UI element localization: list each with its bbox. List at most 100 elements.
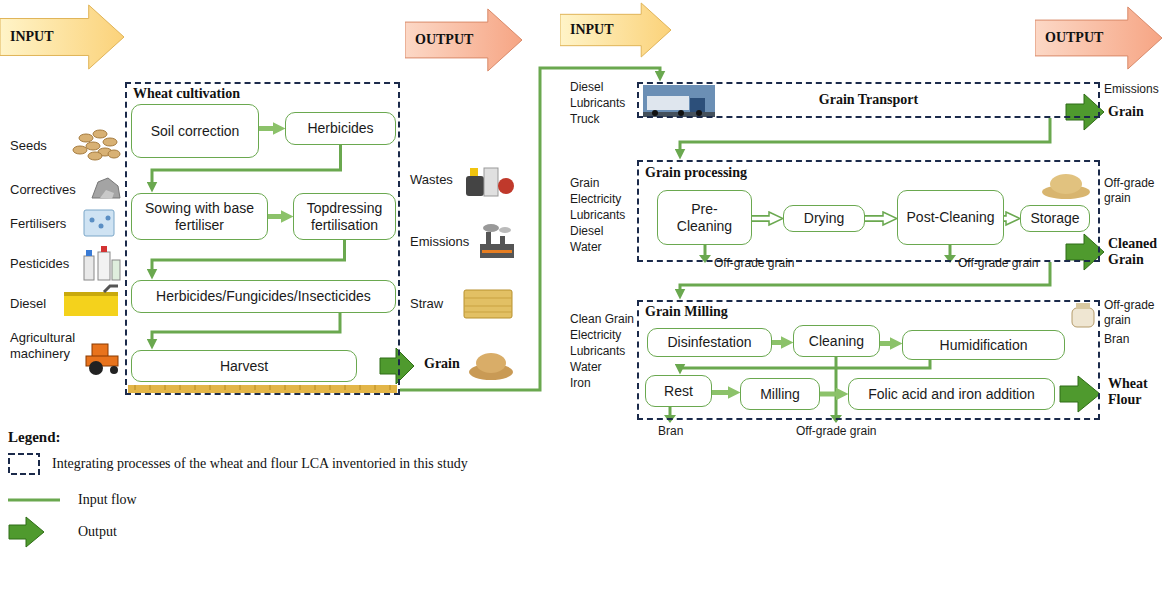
output-label: Emissions [1104,82,1159,97]
fertiliser-bag [84,210,114,236]
byproduct-label: Off-grade grain [796,424,877,439]
flow-connector [680,360,930,369]
process-stage: Grain processingPre-CleaningDryingPost-C… [637,160,1100,262]
connector-line [865,215,889,222]
process-text: Herbicides/Fungicides/Insecticides [156,288,371,305]
tractor-wheel [110,366,118,374]
waste-item [470,168,478,176]
process-box: Humidification [902,330,1065,360]
wheat-field [128,385,397,393]
process-text: Sowing with base fertiliser [140,200,259,234]
flow-connector [820,394,842,395]
connector-line [680,360,930,369]
connector-line [752,215,775,222]
legend-item: Output [8,516,117,548]
seed [73,146,87,154]
straw-icon [464,290,512,318]
legend-item: Integrating processes of the wheat and f… [8,452,468,476]
chimney [486,232,491,244]
input-label: Electricity [570,192,621,207]
process-box: Milling [740,378,820,410]
byproduct-label: Off-grade grain [714,256,795,271]
input-label: Water [570,360,602,375]
grain-pile [476,353,506,373]
bran-arrow [664,407,676,423]
bottle [98,252,110,280]
arrow-shaft [835,357,838,416]
emissions-icon [480,224,514,258]
banner-text: INPUT [10,29,54,45]
input-label: Lubricants [570,208,625,223]
correctives-icon [92,178,120,199]
straw-lines [464,298,512,312]
flow-banner: OUTPUT [405,8,523,72]
process-box: Topdressing fertilisation [293,193,396,240]
dashed-box-sample [9,454,39,474]
factory [480,244,514,258]
legend-sample [8,452,42,476]
process-text: Topdressing fertilisation [302,200,387,234]
flow-connector [680,118,1050,154]
input-label: Pesticides [10,256,69,272]
connector-line [820,392,842,397]
output-label: Wastes [410,172,453,188]
smoke [499,227,511,233]
connector-line [268,214,287,219]
sack [1072,308,1094,327]
process-box: Storage [1020,205,1090,232]
wheat-stalks [135,385,390,390]
legend-text: Output [78,524,117,540]
wheel [678,110,684,116]
wheel [652,110,658,116]
process-box: Cleaning [793,325,880,357]
input-label: Seeds [10,138,47,154]
flow-connector [268,216,287,217]
input-label: Iron [570,376,591,391]
input-label: Diesel [570,224,603,239]
input-label: Electricity [570,328,621,343]
legend-text: Input flow [78,492,137,508]
seed [93,130,107,138]
trailer [647,96,689,110]
flow-connector [259,128,279,129]
byproduct-label: Off-grade grain [958,256,1039,271]
process-text: Folic acid and iron addition [868,386,1035,403]
legend-item: Input flow [8,488,137,512]
process-stage: Grain Transport [637,82,1100,118]
seed [88,152,102,160]
process-stage: Grain MillingDisinfestation Cleaning Humid… [637,300,1100,420]
output-label: Straw [410,296,443,312]
stage-title: Wheat cultivation [133,86,240,103]
fertiliser-icon [84,210,114,236]
bottle-cap [86,250,92,256]
waste-box [484,168,498,196]
process-box: Harvest [131,350,357,382]
process-text: Pre-Cleaning [666,201,743,235]
stage-title: Grain processing [645,165,747,182]
output-label: Off-grade grain [1104,298,1170,328]
banner-arrow [405,9,522,71]
flow-connector [772,342,787,343]
process-text: Drying [804,210,844,227]
process-box: Herbicides/Fungicides/Insecticides [131,280,396,313]
connector-inner [865,217,889,221]
stage-title: Grain Transport [639,92,1098,109]
output-label: Emissions [410,234,469,250]
process-box: Rest [645,375,712,407]
tractor-wheel [89,361,103,375]
grain-pile-icon [1042,174,1090,199]
diesel-icon [64,286,118,316]
flow-connector [1004,218,1012,219]
process-text: Disinfestation [667,334,751,351]
process-box: Drying [783,205,865,232]
connector-inner [1004,217,1012,221]
connector-line [259,126,279,131]
flow-banner: INPUT [560,2,672,58]
process-text: Cleaning [809,333,864,350]
stage-title: Grain Milling [645,304,728,321]
flow-banner: OUTPUT [1035,6,1163,70]
granule [90,218,95,223]
flow-connector [400,68,660,390]
output-product: Cleaned Grain [1108,236,1174,268]
seed [79,134,93,142]
